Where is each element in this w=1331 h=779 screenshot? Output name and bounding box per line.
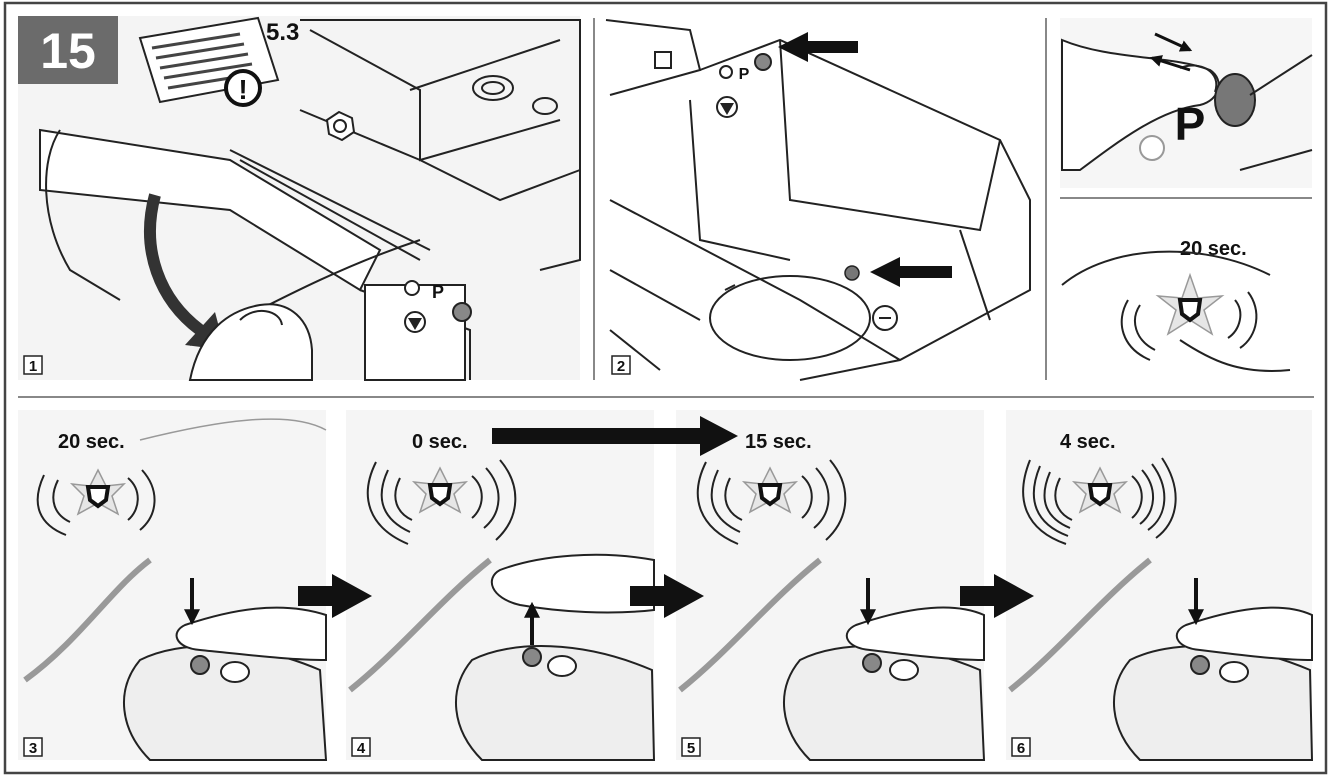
duration-label: 20 sec. (1180, 238, 1247, 260)
plus-button (404, 280, 420, 296)
panel-1: 15 5.3 ! (18, 16, 581, 381)
light-flash-icon (36, 468, 156, 536)
panel-6: 4 sec. 6 (1006, 410, 1314, 761)
panel-2: P 2 (605, 16, 1034, 381)
light-flash-icon (696, 459, 847, 545)
remote-button-pressed (1190, 655, 1210, 675)
opener-housing-illustration (39, 19, 581, 381)
step-badge: 15 (18, 16, 118, 84)
pointer-arrow-icon (870, 257, 952, 287)
panel-press-parking-button: P (1060, 18, 1313, 188)
screw-head (325, 110, 356, 142)
release-arrow-icon (1149, 55, 1191, 72)
hand-illustration (1175, 606, 1313, 662)
hand-illustration (175, 606, 327, 662)
panel-5: 15 sec. 5 (676, 410, 986, 761)
pull-down-arrow-icon (144, 193, 204, 335)
parking-button-letter: P (1175, 98, 1206, 150)
remote-button (1219, 661, 1249, 683)
next-step-arrow-icon (630, 574, 704, 618)
light-flash-icon (1120, 272, 1258, 361)
step-number: 15 (40, 23, 96, 79)
timing-arrow-icon (492, 416, 738, 456)
remote-control-illustration (1113, 645, 1314, 761)
pointer-arrow-icon (778, 32, 858, 62)
parking-button-letter: P (739, 66, 750, 83)
panel-number: 5 (687, 740, 695, 757)
hand-illustration (490, 553, 655, 614)
section-reference: 5.3 (266, 19, 299, 46)
program-button (754, 53, 772, 71)
panel-number: 2 (617, 358, 625, 375)
light-flash-icon (1022, 457, 1177, 545)
panel-number: 4 (357, 740, 366, 757)
exclamation-circle-icon: ! (224, 69, 262, 107)
duration-label: 0 sec. (412, 431, 468, 453)
cover-open-illustration (605, 19, 1031, 381)
remote-button (889, 659, 919, 681)
remote-control-illustration (783, 645, 986, 761)
duration-label: 15 sec. (745, 431, 812, 453)
vent-cap (472, 75, 558, 115)
program-button (1214, 73, 1256, 127)
panel-number: 6 (1017, 740, 1025, 757)
remote-button-pressed (190, 655, 210, 675)
remote-button (220, 661, 250, 683)
remote-control-illustration (123, 645, 328, 761)
warning-symbol: ! (238, 74, 247, 105)
next-step-arrow-icon (960, 574, 1034, 618)
panel-number: 3 (29, 740, 37, 757)
program-button (452, 302, 472, 322)
led-indicator (844, 265, 860, 281)
remote-control-illustration (455, 645, 656, 761)
duration-label: 20 sec. (58, 431, 125, 453)
press-arrow-icon (1154, 32, 1193, 52)
panel-number: 1 (29, 358, 37, 375)
remote-button-pressed (862, 653, 882, 673)
plus-button (719, 65, 733, 79)
remote-button (547, 655, 577, 677)
panel-3: 20 sec. 3 (18, 410, 328, 761)
remote-button-pressed (522, 647, 542, 667)
duration-label: 4 sec. (1060, 431, 1116, 453)
panel-light-flashing: 20 sec. (1060, 210, 1312, 380)
fold-line (654, 51, 672, 69)
plus-button (1139, 135, 1165, 161)
panel-4: 0 sec. 4 (346, 410, 656, 761)
next-step-arrow-icon (298, 574, 372, 618)
parking-button-letter: P (432, 282, 444, 302)
light-flash-icon (366, 459, 517, 545)
hand-illustration (845, 606, 985, 662)
